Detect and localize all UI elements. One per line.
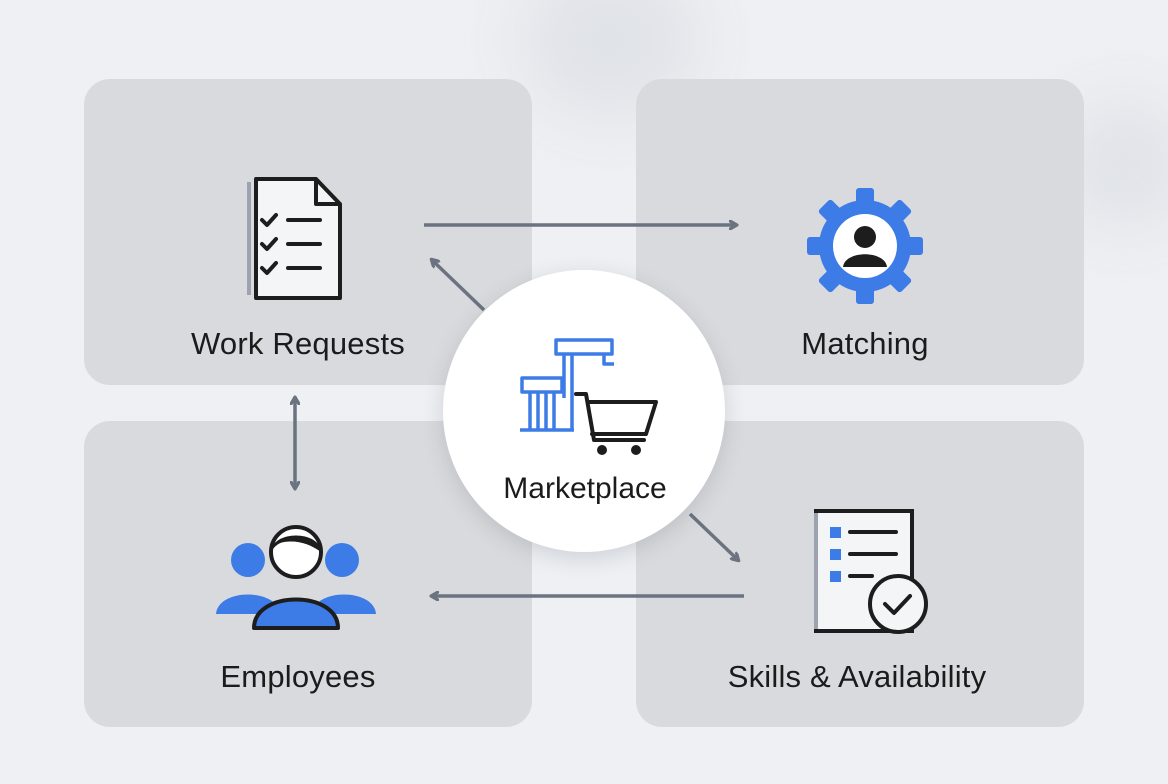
- employees-label: Employees: [220, 659, 376, 694]
- gear-user-icon: [807, 188, 923, 304]
- marketplace-cart-icon: [520, 338, 658, 455]
- arrow-marketplace-to-work: [432, 260, 486, 312]
- matching-label: Matching: [801, 326, 929, 361]
- checklist-verified-icon: [814, 509, 928, 634]
- marketplace-label: Marketplace: [503, 472, 667, 505]
- work-requests-label: Work Requests: [191, 326, 405, 361]
- checklist-document-icon: [247, 177, 342, 300]
- arrow-marketplace-to-skills: [688, 512, 738, 560]
- marketplace-hub: [443, 270, 725, 552]
- people-group-icon: [216, 525, 376, 630]
- skills-availability-label: Skills & Availability: [727, 659, 987, 694]
